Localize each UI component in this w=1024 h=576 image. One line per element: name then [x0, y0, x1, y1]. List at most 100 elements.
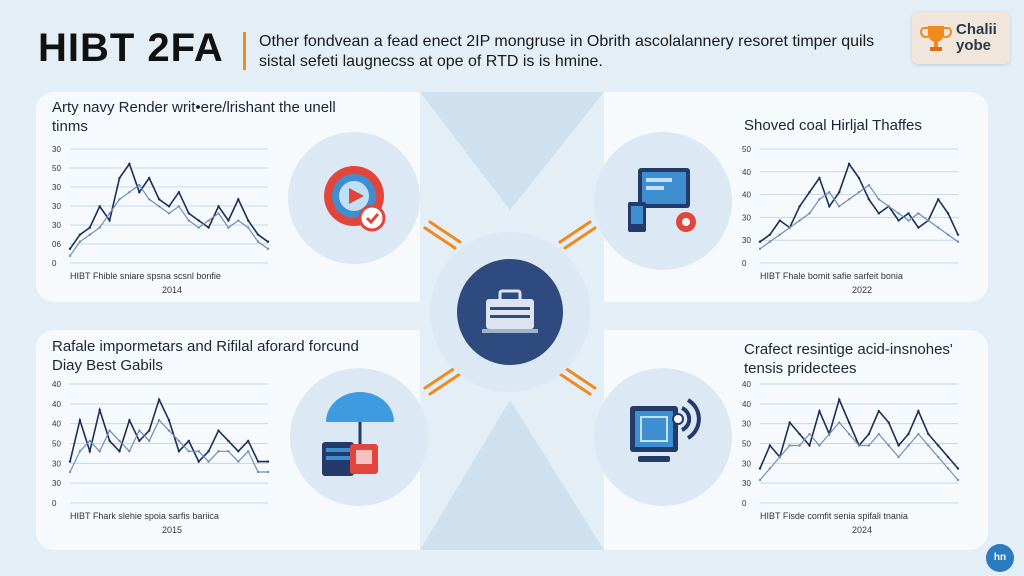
- trophy-icon: [920, 26, 952, 51]
- y-tick-label: 30: [52, 145, 61, 154]
- data-point: [266, 247, 270, 251]
- icon-circle-top-left: [288, 132, 420, 264]
- data-point: [108, 212, 111, 215]
- data-point: [808, 190, 811, 194]
- data-point: [217, 450, 220, 453]
- y-tick-label: 30: [742, 213, 751, 222]
- data-point: [167, 429, 171, 432]
- data-point: [98, 408, 101, 412]
- data-point: [167, 205, 171, 208]
- data-point: [877, 409, 880, 413]
- y-tick-label: 0: [742, 499, 747, 508]
- data-point: [946, 467, 950, 470]
- data-point: [937, 455, 940, 459]
- data-point: [187, 439, 190, 443]
- corner-badge[interactable]: hn: [986, 544, 1014, 572]
- y-tick-label: 30: [52, 479, 61, 488]
- data-point: [877, 432, 880, 436]
- data-point: [157, 419, 161, 422]
- data-point: [88, 233, 91, 236]
- y-tick-label: 30: [52, 202, 61, 211]
- y-tick-label: 30: [742, 479, 751, 488]
- data-point: [177, 450, 181, 453]
- series-line: [759, 421, 959, 481]
- title-divider: [243, 32, 246, 70]
- data-point: [177, 205, 181, 208]
- panel-title-bottom-right: Crafect resintige acid-insnohes' tensis …: [744, 341, 953, 377]
- page-subtitle: Other fondvean a fead enect 2IP mongruse…: [259, 33, 875, 70]
- data-point: [167, 419, 171, 422]
- data-point: [187, 212, 190, 215]
- y-tick-label: 40: [52, 380, 61, 389]
- data-point: [847, 198, 851, 201]
- data-point: [256, 233, 260, 236]
- data-point: [956, 467, 960, 470]
- chart-year: 2022: [852, 285, 872, 295]
- data-point: [237, 460, 240, 463]
- data-point: [128, 190, 131, 194]
- data-point: [68, 254, 72, 258]
- series-line: [759, 162, 959, 243]
- x-tick-labels: HIBT Fisde comfit senia spifali tnania: [760, 511, 908, 521]
- data-point: [758, 478, 762, 482]
- data-point: [808, 432, 811, 436]
- data-point: [266, 470, 270, 474]
- data-point: [798, 205, 801, 208]
- data-point: [946, 233, 950, 236]
- data-point: [266, 460, 270, 463]
- data-point: [956, 233, 960, 236]
- data-point: [148, 198, 151, 201]
- data-point: [867, 198, 871, 201]
- data-point: [118, 439, 121, 443]
- data-point: [266, 240, 270, 243]
- data-point: [88, 439, 91, 443]
- data-point: [217, 429, 220, 432]
- data-point: [187, 219, 190, 222]
- data-point: [138, 183, 141, 187]
- data-point: [857, 176, 861, 180]
- data-point: [256, 460, 260, 463]
- data-point: [867, 432, 871, 436]
- data-point: [177, 190, 181, 194]
- data-point: [108, 219, 111, 222]
- data-point: [877, 198, 880, 201]
- brand-logo[interactable]: Chalii yobe: [912, 12, 1010, 64]
- data-point: [78, 233, 82, 236]
- y-tick-label: 0: [52, 499, 57, 508]
- data-point: [98, 450, 101, 453]
- data-point: [897, 455, 900, 459]
- data-point: [758, 467, 762, 470]
- data-point: [927, 219, 930, 222]
- icon-circle-bottom-left: [290, 368, 428, 506]
- y-tick-label: 40: [52, 420, 61, 429]
- data-point: [68, 470, 72, 474]
- data-point: [217, 212, 220, 215]
- data-point: [197, 450, 200, 453]
- data-point: [917, 409, 920, 413]
- data-point: [838, 398, 841, 401]
- data-point: [778, 455, 781, 459]
- data-point: [897, 212, 900, 215]
- data-point: [778, 233, 781, 236]
- y-tick-label: 50: [742, 440, 751, 449]
- data-point: [128, 162, 131, 166]
- panel-title-top-right: Shoved coal Hirljal Thaffes: [744, 117, 922, 134]
- data-point: [247, 219, 250, 222]
- data-point: [78, 419, 82, 422]
- data-point: [946, 455, 950, 459]
- data-point: [237, 450, 240, 453]
- data-point: [838, 190, 841, 194]
- center-circle: [430, 232, 590, 392]
- data-point: [847, 421, 851, 424]
- data-point: [917, 226, 920, 229]
- data-point: [818, 176, 821, 180]
- data-point: [808, 444, 811, 447]
- y-tick-label: 50: [742, 145, 751, 154]
- data-point: [937, 226, 940, 229]
- data-point: [818, 409, 821, 413]
- x-tick-labels: HIBT Fhale bomit safie sarfeit bonia: [760, 271, 903, 281]
